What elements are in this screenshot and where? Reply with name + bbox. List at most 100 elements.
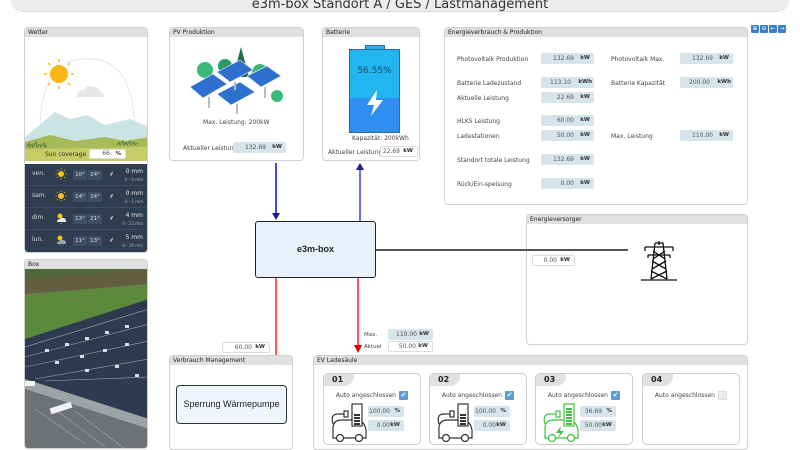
grid-power-field: 0.00 kW: [532, 255, 575, 266]
car-connected-checkbox[interactable]: ✔: [611, 391, 620, 400]
car-connected-label: Auto angeschlossen: [547, 392, 608, 399]
weather-landscape-illustration: [25, 37, 147, 161]
car-connected-checkbox[interactable]: [718, 391, 727, 400]
ev-car-icon: [331, 403, 367, 442]
consumption-panel-header: Verbrauch Management: [170, 356, 292, 365]
forecast-row: dim. 13° 21° ⸙ 4 mm 0 - 23 mm: [25, 208, 147, 230]
e3m-box-node[interactable]: e3m-box: [255, 221, 376, 278]
ev-flow-line: [357, 278, 359, 346]
wind-icon: ⸙: [109, 170, 115, 178]
weather-forecast-table: ven. 10° 24° ⸙ 0 mm 0 - 0 mm sam. 14° 24…: [25, 164, 147, 252]
wind-icon: ⸙: [109, 192, 115, 200]
energy-label: Max. Leistung: [611, 133, 653, 140]
lightning-icon: [367, 90, 383, 116]
ev-actual-label: Aktuel: [364, 344, 382, 350]
car-connected-checkbox[interactable]: ✔: [505, 391, 514, 400]
energy-label: Aktuelle Leistung: [457, 95, 509, 102]
sun-icon: [50, 65, 68, 83]
wind-icon: ⸙: [109, 236, 115, 244]
power-pylon-icon: [641, 241, 677, 281]
box-panel-header: Box: [25, 260, 147, 269]
grid-flow-line: [376, 249, 628, 251]
wind-icon: ⸙: [109, 214, 115, 222]
station-percent-field: 100.00%: [474, 406, 510, 417]
station-number: 01: [324, 374, 354, 386]
energy-panel-header: Energieverbrauch & Produktion: [445, 28, 747, 37]
grid-supplier-header: Energieversorger: [527, 215, 747, 224]
grid-supplier-panel: Energieversorger 0.00 kW: [526, 214, 748, 345]
ev-panel-header: EV Ladesäule: [314, 356, 747, 365]
ev-station-card[interactable]: 04 Auto angeschlossen: [642, 373, 740, 445]
energy-label: Rück/Ein-speisung: [457, 181, 512, 188]
forecast-row: ven. 10° 24° ⸙ 0 mm 0 - 0 mm: [25, 164, 147, 186]
sunny-icon: [55, 168, 67, 180]
battery-empty-portion: [350, 50, 399, 98]
battery-gauge: 56.55%: [349, 49, 400, 133]
forecast-row: lun. 11° 13° ⸙ 5 mm 0 - 26 mm: [32, 234, 143, 248]
energy-label: Ladestationen: [457, 133, 500, 140]
battery-current-field: 22.69 kW: [380, 146, 418, 157]
battery-capacity-label: Kapazität: 200kWh: [352, 135, 409, 142]
solar-panels-illustration: [189, 47, 283, 114]
forecast-row: sam. 14° 24° ⸙ 0 mm 0 - 1 mm: [25, 186, 147, 208]
battery-flow-line: [359, 170, 361, 221]
pv-production-panel: PV Produktion Max. Leistung: 200kW Aktue…: [169, 27, 304, 161]
ev-car-icon: [437, 403, 473, 442]
arrow-left-icon[interactable]: ←: [769, 25, 777, 33]
pv-current-field: 132.69 kW: [233, 142, 286, 153]
toolbar: ⊕ ⊖ ← →: [751, 25, 786, 33]
ev-car-charging-icon: [543, 403, 579, 442]
heat-pump-lock-button[interactable]: Sperrung Wärmepumpe: [176, 385, 287, 424]
sun-cloud-rain-icon: [57, 213, 66, 224]
consumption-flow-field: 60.00 kW: [222, 342, 270, 353]
battery-cap: [365, 45, 385, 49]
station-number: 02: [430, 374, 460, 386]
sunny-icon: [55, 190, 67, 202]
zoom-in-icon[interactable]: ⊕: [751, 25, 759, 33]
energy-label: HLKS Leistung: [457, 118, 500, 125]
pv-flow-line: [275, 163, 277, 215]
pv-panel-header: PV Produktion: [170, 28, 303, 37]
battery-flow-arrow-up-icon: [356, 163, 364, 170]
battery-percent: 56.55%: [357, 66, 392, 76]
pv-current-label: Aktueller Leistung: [183, 145, 238, 152]
ev-max-label: Max.: [364, 332, 378, 338]
station-percent-field: 100.00%: [368, 406, 404, 417]
arrow-right-icon[interactable]: →: [778, 25, 786, 33]
consumption-flow-line: [275, 278, 277, 356]
box-panel: Box: [24, 259, 148, 449]
car-connected-label: Auto angeschlossen: [441, 392, 502, 399]
car-connected-checkbox[interactable]: ✔: [399, 391, 408, 400]
sun-coverage-label: Sun coverage: [45, 151, 87, 158]
energy-label: Photovoltaik Max.: [611, 56, 665, 63]
energy-label: Batterie Kapazität: [611, 80, 666, 87]
energy-label: Photovoltaik Produktion: [457, 56, 529, 63]
energy-overview-panel: Energieverbrauch & Produktion Photovolta…: [444, 27, 748, 205]
weather-panel-header: Wetter: [25, 28, 147, 37]
station-number: 03: [536, 374, 566, 386]
energy-label: Batterie Ladezustand: [457, 80, 522, 87]
battery-current-label: Aktueller Leistung: [328, 149, 383, 156]
zoom-out-icon[interactable]: ⊖: [760, 25, 768, 33]
site-aerial-photo: [25, 269, 147, 448]
battery-panel-header: Batterie: [323, 28, 419, 37]
ev-actual-field: 50.00 kW: [388, 341, 433, 352]
sun-cloud-rain-icon: [57, 235, 66, 246]
pv-flow-arrow-down-icon: [272, 213, 280, 220]
car-connected-label: Auto angeschlossen: [654, 392, 715, 399]
sun-coverage-field: 66 %: [89, 149, 126, 159]
